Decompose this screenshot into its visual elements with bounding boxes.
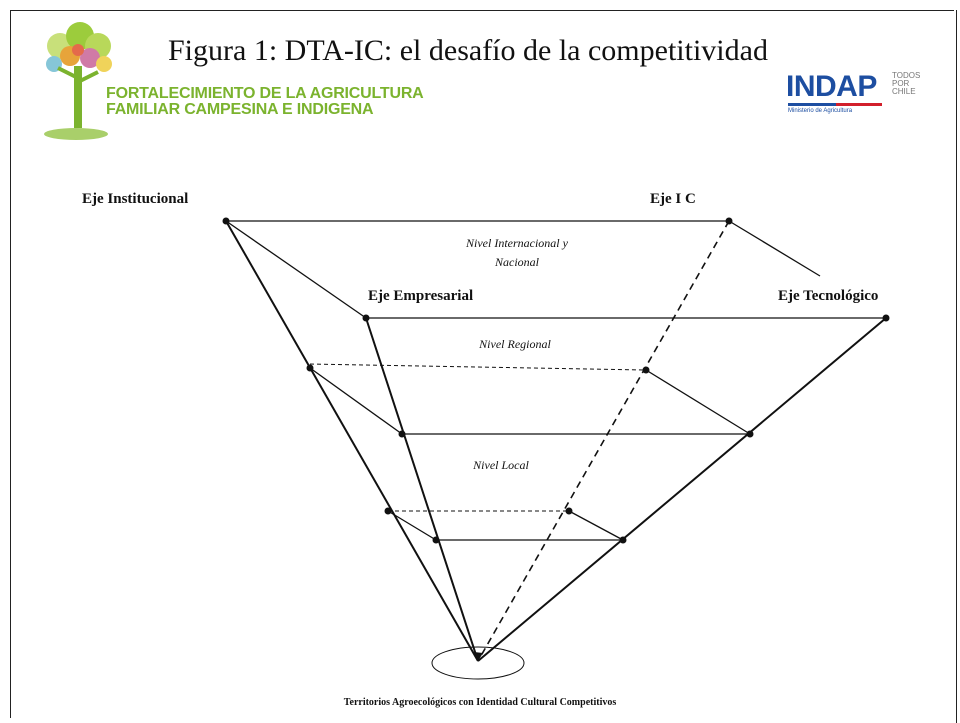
tree-logo-icon <box>44 22 112 140</box>
tecnologico-axis-line <box>477 317 887 662</box>
level-label-local: Nivel Local <box>473 458 529 472</box>
axis-label-ic: Eje I C <box>650 191 696 207</box>
node-lower-mid <box>565 507 573 515</box>
figure-frame <box>10 10 954 718</box>
empresarial-axis-line <box>365 317 479 662</box>
level-label-regional: Nivel Regional <box>479 337 551 351</box>
tree-trunk <box>74 66 82 128</box>
org-name-line1: FORTALECIMIENTO DE LA AGRICULTURA <box>106 85 424 102</box>
node-regional-right <box>642 366 650 374</box>
regional-dashed-line <box>309 363 647 371</box>
node-bottom-left <box>432 536 440 544</box>
indap-wordmark: INDAP <box>786 70 877 103</box>
node-tecnologico <box>882 314 890 322</box>
indap-slogan-line3: CHILE <box>892 87 916 96</box>
level-internacional-line1: Nivel Internacional y <box>466 236 568 250</box>
indap-bar-blue <box>788 103 836 106</box>
figure-title: Figura 1: DTA-IC: el desafío de la compe… <box>168 34 768 67</box>
node-local-left <box>398 430 406 438</box>
indap-logo: INDAP Ministerio de Agricultura TODOS PO… <box>786 70 926 120</box>
node-empresarial <box>362 314 370 322</box>
figure-frame-right <box>956 10 957 723</box>
local-right-link <box>568 510 624 541</box>
indap-slogan: TODOS POR CHILE <box>892 72 932 96</box>
org-name-line2: FAMILIAR CAMPESINA E INDIGENA <box>106 101 374 118</box>
node-ic <box>725 217 733 225</box>
apex-arrowhead <box>474 652 483 661</box>
level-label-internacional: Nivel Internacional y Nacional <box>432 234 602 272</box>
institucional-axis-line <box>225 220 479 662</box>
node-bottom-right <box>619 536 627 544</box>
axis-label-empresarial: Eje Empresarial <box>368 288 474 304</box>
indap-ministry: Ministerio de Agricultura <box>788 108 853 114</box>
axis-label-institucional: Eje Institucional <box>82 191 189 207</box>
node-regional-left <box>306 364 314 372</box>
ic-tecnologico-line <box>728 220 821 277</box>
ic-axis-dashed-line <box>477 220 730 662</box>
axis-label-tecnologico: Eje Tecnológico <box>778 288 879 304</box>
indap-bar-red <box>836 103 882 106</box>
tree-canopy <box>46 22 112 72</box>
indap-slogan-line1: TODOS <box>892 71 921 80</box>
indap-slogan-line2: POR <box>892 79 910 88</box>
territory-ellipse <box>431 646 525 680</box>
node-local-right <box>746 430 754 438</box>
institucional-empresarial-line <box>225 220 367 319</box>
regional-left-link <box>309 367 403 435</box>
node-institucional <box>222 217 230 225</box>
level-internacional-line2: Nacional <box>495 255 539 269</box>
node-lower-left <box>384 507 392 515</box>
tree-ground <box>44 128 108 140</box>
org-name: FORTALECIMIENTO DE LA AGRICULTURA FAMILI… <box>106 86 424 118</box>
regional-right-link <box>645 369 751 435</box>
diagram-caption: Territorios Agroecológicos con Identidad… <box>343 697 617 708</box>
